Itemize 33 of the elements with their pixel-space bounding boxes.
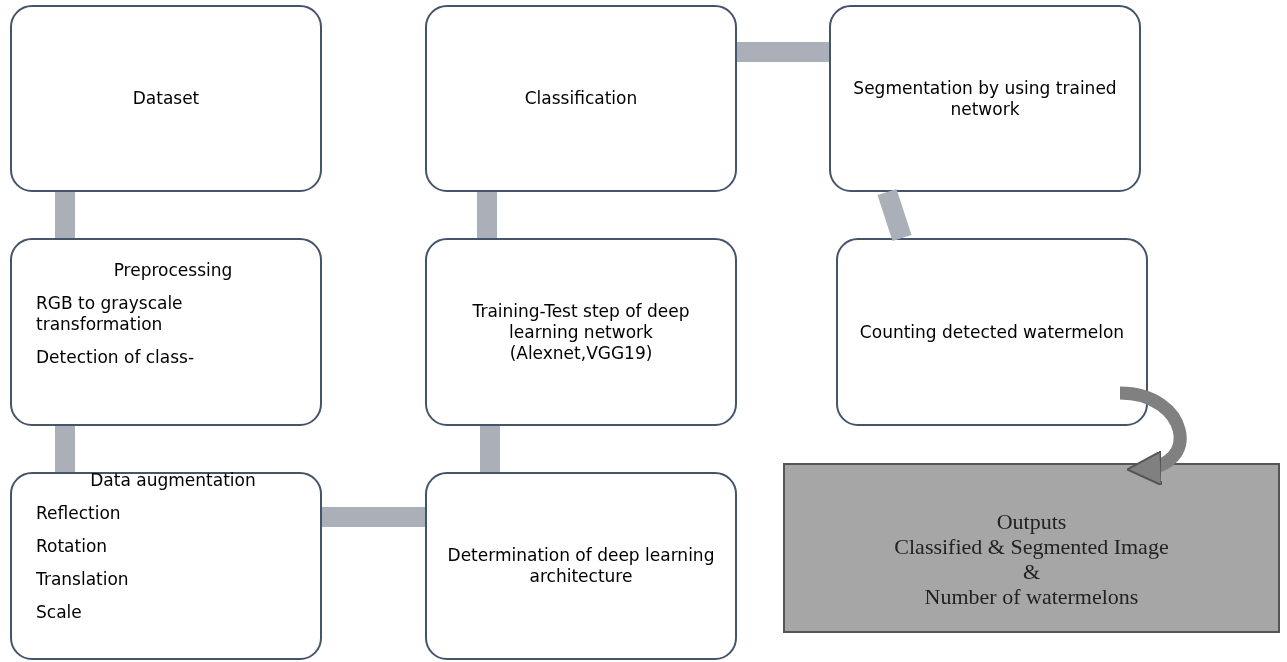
connector [55, 192, 75, 238]
list-item: Reflection [36, 503, 122, 524]
box-heading: Outputs [996, 509, 1067, 534]
list-item: Number of watermelons [924, 584, 1139, 609]
list-item: Rotation [36, 536, 109, 557]
box-label: Classification [524, 88, 638, 109]
box-label: Dataset [132, 88, 200, 109]
process-box [425, 472, 737, 660]
box-label: Segmentation by using trained network [852, 77, 1118, 120]
box-label: Counting detected watermelon [859, 321, 1125, 343]
process-box [425, 238, 737, 426]
box-label: Determination of deep learning architecture [446, 545, 716, 587]
box-label: Training-Test step of deep learning network (Alexnet,VGG19) [471, 300, 691, 364]
list-item: & [1022, 559, 1041, 584]
list-item: Translation [36, 569, 130, 590]
connector [737, 42, 829, 62]
process-box [836, 238, 1148, 426]
list-item: Detection of class- [36, 347, 196, 368]
connector [55, 426, 75, 472]
process-box [425, 5, 737, 192]
connector [477, 192, 497, 238]
list-item: Classified & Segmented Image [894, 534, 1169, 559]
list-item: RGB to grayscale transformation [36, 293, 184, 335]
connector [322, 507, 425, 527]
connector [480, 426, 500, 472]
process-box [10, 472, 322, 660]
box-heading: Data augmentation [89, 470, 257, 491]
process-box [10, 238, 322, 426]
list-item: Scale [36, 602, 83, 623]
process-box [829, 5, 1141, 192]
box-heading: Preprocessing [112, 260, 234, 281]
output-box [783, 463, 1280, 633]
process-box [10, 5, 322, 192]
